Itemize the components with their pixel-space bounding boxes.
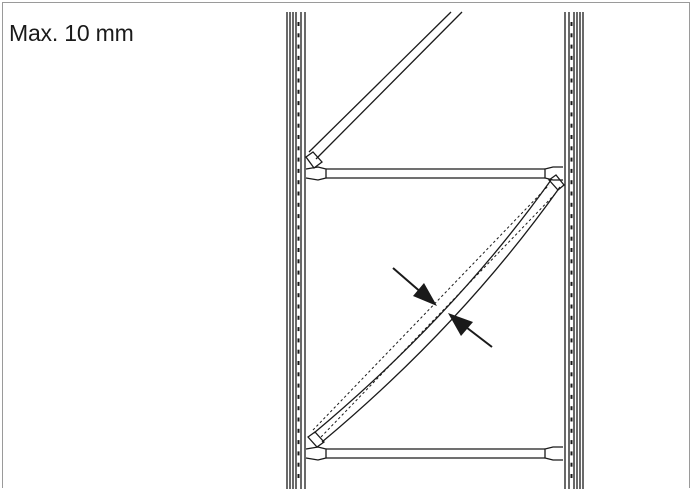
perforation-slot — [297, 157, 300, 162]
tolerance-caption: Max. 10 mm — [9, 20, 134, 46]
perforation-slot — [297, 22, 300, 26]
bent-diagonal-brace — [307, 174, 565, 448]
perforation-slot — [297, 293, 300, 298]
perforation-slot — [570, 315, 573, 320]
perforation-slot — [297, 327, 300, 332]
perforation-slot — [570, 451, 573, 456]
arrow-inward-icon — [448, 313, 493, 348]
perforation-slot — [297, 236, 300, 241]
perforation-slot — [570, 78, 573, 83]
perforation-slot — [297, 168, 300, 173]
perforation-slot — [297, 44, 300, 49]
perforation-slot — [297, 315, 300, 320]
perforation-slot — [297, 270, 300, 275]
original-brace-reference — [312, 184, 558, 438]
perforation-slot — [297, 428, 300, 433]
perforation-slot — [570, 417, 573, 422]
left-upright — [286, 12, 306, 489]
perforation-slot — [570, 338, 573, 343]
perforation-slot — [297, 349, 300, 354]
perforation-slot — [570, 191, 573, 196]
perforation-slot — [297, 33, 300, 38]
perforation-slot — [570, 270, 573, 275]
perforation-slot — [570, 304, 573, 309]
perforation-slot — [297, 101, 300, 106]
perforation-slot — [570, 101, 573, 106]
arrow-inward-icon — [392, 267, 437, 306]
perforation-slot — [570, 168, 573, 173]
perforation-slot — [570, 327, 573, 332]
perforation-slot — [297, 180, 300, 185]
perforation-slot — [297, 123, 300, 128]
right-upright — [564, 12, 584, 489]
lower-horizontal-brace — [305, 446, 563, 461]
perforation-slot — [570, 372, 573, 377]
perforation-slot — [297, 135, 300, 139]
perforation-slot — [570, 349, 573, 354]
perforation-slot — [297, 89, 300, 94]
perforation-slot — [297, 417, 300, 422]
perforation-slot — [297, 225, 300, 230]
perforation-slot — [297, 474, 300, 478]
perforation-slot — [297, 259, 300, 264]
left-upright-perforations — [297, 22, 300, 478]
perforation-slot — [570, 236, 573, 241]
perforation-slot — [570, 55, 573, 60]
perforation-slot — [570, 406, 573, 411]
perforation-slot — [297, 440, 300, 445]
perforation-slot — [570, 428, 573, 433]
perforation-slot — [570, 225, 573, 230]
perforation-slot — [570, 180, 573, 185]
perforation-slot — [297, 67, 300, 72]
perforation-slot — [297, 191, 300, 196]
perforation-slot — [570, 361, 573, 365]
right-upright-perforations — [570, 22, 573, 478]
perforation-slot — [570, 157, 573, 162]
perforation-slot — [297, 338, 300, 343]
perforation-slot — [570, 146, 573, 151]
perforation-slot — [570, 89, 573, 94]
perforation-slot — [570, 135, 573, 139]
perforation-slot — [297, 214, 300, 219]
perforation-slot — [297, 281, 300, 286]
perforation-slot — [570, 123, 573, 128]
upper-diagonal-brace — [305, 11, 463, 169]
perforation-slot — [570, 202, 573, 207]
perforation-slot — [570, 383, 573, 388]
perforation-slot — [297, 451, 300, 456]
perforation-slot — [570, 33, 573, 38]
perforation-slot — [297, 202, 300, 207]
perforation-slot — [297, 372, 300, 377]
perforation-slot — [570, 248, 573, 252]
perforation-slot — [297, 304, 300, 309]
perforation-slot — [570, 281, 573, 286]
perforation-slot — [297, 406, 300, 411]
perforation-slot — [297, 394, 300, 399]
perforation-slot — [297, 383, 300, 388]
perforation-slot — [570, 22, 573, 26]
perforation-slot — [570, 440, 573, 445]
perforation-slot — [570, 112, 573, 117]
perforation-slot — [570, 259, 573, 264]
perforation-slot — [570, 474, 573, 478]
perforation-slot — [570, 394, 573, 399]
perforation-slot — [297, 55, 300, 60]
perforation-slot — [297, 112, 300, 117]
perforation-slot — [297, 462, 300, 467]
perforation-slot — [297, 248, 300, 252]
perforation-slot — [297, 78, 300, 83]
perforation-slot — [570, 214, 573, 219]
perforation-slot — [570, 44, 573, 49]
perforation-slot — [297, 361, 300, 365]
upper-horizontal-brace — [305, 166, 563, 181]
perforation-slot — [570, 293, 573, 298]
perforation-slot — [297, 146, 300, 151]
perforation-slot — [570, 462, 573, 467]
perforation-slot — [570, 67, 573, 72]
